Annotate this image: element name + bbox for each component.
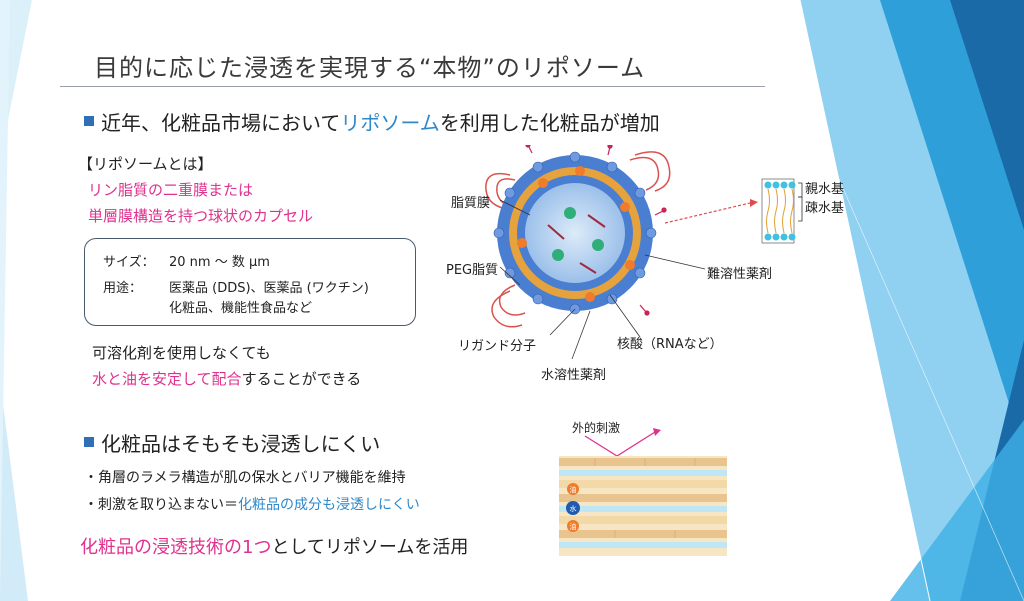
oil-mark-bottom: 油 [570,522,577,531]
section2-point2-pre: ・刺激を取り込まない＝ [84,497,238,513]
skin-lamellar-diagram: 油 水 油 [559,428,727,556]
title-divider [60,86,765,87]
section2-point1: ・角層のラメラ構造が肌の保水とバリア機能を維持 [84,470,406,486]
section2-point2-highlight: 化粧品の成分も浸透しにくい [238,497,420,513]
note-line2: 水と油を安定して配合することができる [92,368,361,389]
ligand-markers [525,145,667,316]
use-line2: 化粧品、機能性食品など [169,301,313,316]
section1-bullet-icon [84,116,94,126]
info-box: サイズ： 20 nm ～ 数 μm 用途： 医薬品 (DDS)、医薬品 (ワクチ… [84,238,416,326]
bilayer-detail [764,181,796,241]
label-ligand: リガンド分子 [458,339,537,354]
section2-heading: 化粧品はそもそも浸透しにくい [101,432,381,456]
section1-heading-highlight: リポソーム [340,111,440,135]
label-water-soluble-drug: 水溶性薬剤 [541,368,607,383]
liposome-diagram [485,145,803,360]
oil-icon-bottom [567,520,579,532]
definition-line1: リン脂質の二重膜または [88,181,254,199]
label-poorly-soluble-drug: 難溶性薬剤 [707,267,773,282]
section2-conclusion-highlight: 化粧品の浸透技術の1つ [80,537,272,558]
definition-title: 【リポソームとは】 [78,155,213,173]
label-hydrophobic: 疎水基 [805,201,845,216]
section1-heading-pre: 近年、化粧品市場において [101,111,341,135]
section1-heading-post: を利用した化粧品が増加 [439,111,660,135]
slide-title: 目的に応じた浸透を実現する“本物”のリポソーム [94,54,646,82]
size-label: サイズ： [103,255,155,270]
section2-conclusion: 化粧品の浸透技術の1つとしてリポソームを活用 [80,533,468,559]
oil-mark-top: 油 [570,485,577,494]
section2-point2: ・刺激を取り込まない＝化粧品の成分も浸透しにくい [84,494,420,514]
section2-conclusion-post: としてリポソームを活用 [271,537,469,558]
lipid-heads-outer [493,151,657,315]
nucleic-acid-icons [547,214,606,274]
water-icon [566,501,580,515]
oil-icon-top [567,483,579,495]
water-soluble-drug-icons [552,207,604,261]
poorly-soluble-drug-icons [517,166,635,302]
definition-line2: 単層膜構造を持つ球状のカプセル [88,207,314,225]
note-line1: 可溶化剤を使用しなくても [92,344,271,362]
water-mark: 水 [570,504,577,513]
size-value: 20 nm ～ 数 μm [169,255,270,270]
section1-heading: 近年、化粧品市場においてリポソームを利用した化粧品が増加 [101,107,660,136]
label-hydrophilic: 親水基 [805,182,845,197]
note-line2-highlight: 水と油を安定して配合 [92,370,242,388]
section2-bullet-icon [84,437,94,447]
note-line2-post: することができる [241,370,362,388]
use-line1: 医薬品 (DDS)、医薬品 (ワクチン) [169,281,369,296]
label-lipid-membrane: 脂質膜 [451,196,491,211]
use-label: 用途： [103,281,143,296]
label-nucleic-acid: 核酸（RNAなど） [617,337,723,352]
label-external-stimulus: 外的刺激 [572,421,621,435]
label-peg-lipid: PEG脂質 [446,263,499,278]
skin-layers [559,458,727,548]
